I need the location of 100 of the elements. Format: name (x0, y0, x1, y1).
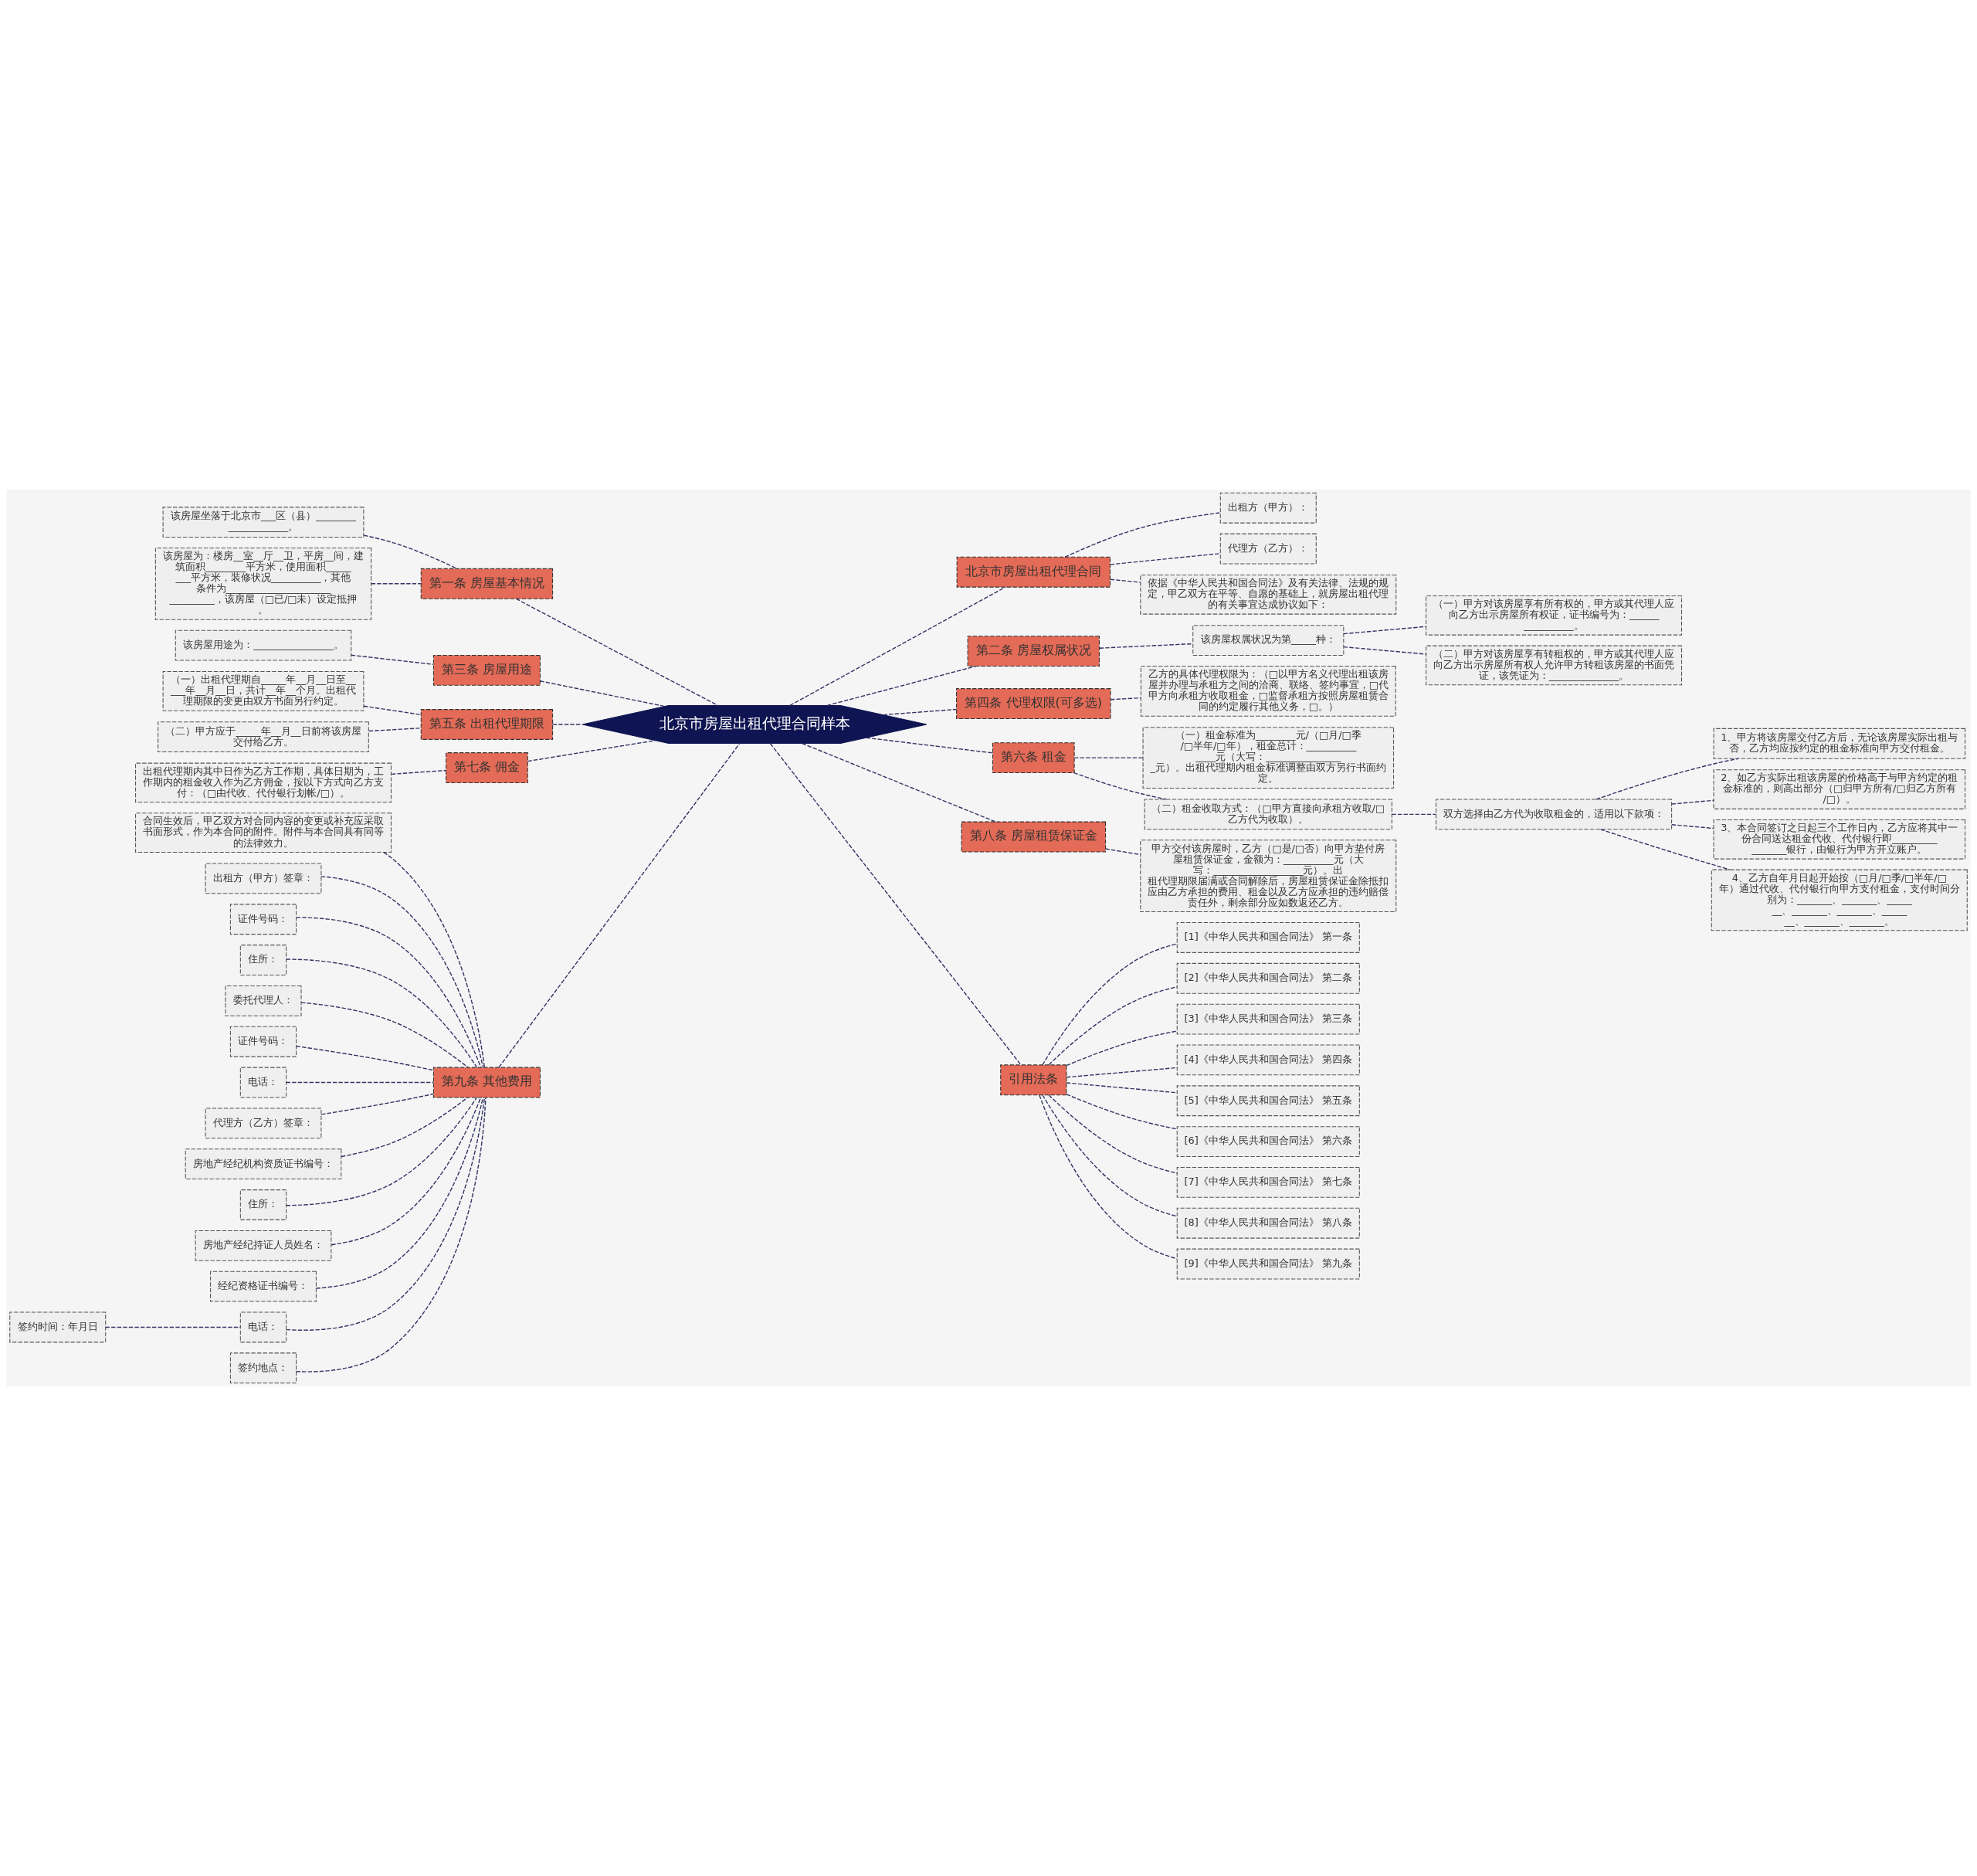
node-box: 合同生效后，甲乙双方对合同内容的变更或补充应采取书面形式，作为本合同的附件。附件与本合同具有同等的法律效力。 (134, 812, 392, 853)
connector (363, 534, 458, 569)
connector (1066, 1067, 1178, 1078)
node-box: 经纪资格证书编号： (210, 1270, 317, 1302)
connector (383, 851, 485, 1068)
node-box: 1、甲方将该房屋交付乙方后，无论该房屋实际出租与否，乙方均应按约定的租金标准向甲方交付租金。 (1713, 728, 1966, 759)
node-box: 引用法条 (1000, 1064, 1067, 1096)
connector (1343, 646, 1427, 655)
connector (1042, 1094, 1178, 1217)
connector (296, 1045, 434, 1071)
connector (316, 1097, 484, 1289)
node-box: 电话： (239, 1311, 287, 1343)
node-box: 代理方（乙方）： (1219, 533, 1317, 565)
connector (286, 958, 478, 1068)
node-box: 出租代理期内其中日作为乙方工作期，具体日期为，工作期内的租金收入作为乙方佣金，按以下方式向乙方支付：（□由代收、代付银行划帐/□）。 (134, 762, 392, 803)
connector (296, 917, 482, 1068)
node-box: 第四条 代理权限(可多选) (956, 688, 1111, 719)
node-box: （二）甲方应于_____年__月__日前将该房屋交付给乙方。 (158, 721, 369, 753)
connector (498, 742, 741, 1068)
connector (1110, 697, 1141, 701)
connector (341, 1097, 469, 1158)
connector (882, 708, 957, 716)
node-box: 证件号码： (229, 1026, 297, 1057)
connector (320, 1093, 434, 1115)
node-box: 第一条 房屋基本情况 (420, 568, 554, 599)
node-box: 2、如乙方实际出租该房屋的价格高于与甲方约定的租金标准的，则高出部分（□归甲方所有/□归乙方所有/□）。 (1713, 769, 1966, 809)
node-box: [8]《中华人民共和国合同法》 第八条 (1176, 1207, 1360, 1239)
node-box: 甲方交付该房屋时，乙方（□是/□否）向甲方垫付房屋租赁保证金，金额为：__________元（大写：__________________元）。出租代理期限届满或合同解除后，房屋租赁保证金除抵扣应由乙方承担的费用、租金以及乙方应承担的违约赔偿责任外，剩余部分应如数返还乙方。 (1140, 840, 1397, 913)
node-box: 双方选择由乙方代为收取租金的，适用以下款项： (1435, 799, 1673, 830)
node-box: 北京市房屋出租代理合同 (956, 556, 1111, 588)
connector (285, 1081, 434, 1084)
connector (105, 1326, 241, 1328)
node-box: 依据《中华人民共和国合同法》及有关法律、法规的规定，甲乙双方在平等、自愿的基础上，就房屋出租代理的有关事宜达成协议如下： (1140, 574, 1397, 615)
connector (363, 705, 422, 716)
node-box: [2]《中华人民共和国合同法》 第二条 (1176, 962, 1360, 994)
connector (1599, 829, 1731, 870)
node-box: （二）租金收取方式：（□甲方直接向承租方收取/□乙方代为收取）。 (1144, 799, 1392, 830)
connector (300, 1002, 469, 1068)
node-box: [5]《中华人民共和国合同法》 第五条 (1176, 1085, 1360, 1117)
node-box: 第六条 租金 (992, 742, 1075, 774)
node-box: 4、乙方自年月日起开始按（□月/□季/□半年/□年）通过代收、代付银行向甲方支付租金，支付时间分别为：_______、_______、_______、_______、_______、_______、_______、_______。 (1711, 869, 1968, 931)
node-box: 签约地点： (229, 1352, 297, 1384)
connector (1671, 799, 1714, 805)
node-box: 该房屋坐落于北京市___区（县）____________________。 (162, 507, 365, 538)
node-box: 该房屋为：楼房__室__厅__卫，平房__间，建筑面积________平方米，使用面积________平方米，装修状况__________，其他条件为______________________________，该房屋（□已/□未）设定抵押。 (154, 547, 372, 620)
node-box: 代理方（乙方）签章： (205, 1108, 322, 1139)
node-box: 房地产经纪持证人员姓名： (195, 1230, 332, 1261)
connector (286, 1097, 486, 1331)
node-box: 第七条 佣金 (446, 752, 528, 783)
node-box: 住所： (239, 945, 287, 975)
node-box: 第八条 房屋租赁保证金 (961, 821, 1107, 853)
connector (1064, 512, 1221, 558)
node-box: 第二条 房屋权属状况 (967, 636, 1100, 667)
node-box: [9]《中华人民共和国合同法》 第九条 (1176, 1248, 1360, 1280)
connector (789, 586, 1006, 707)
connector (370, 583, 422, 585)
node-box: [7]《中华人民共和国合同法》 第七条 (1176, 1166, 1360, 1198)
connector (1073, 757, 1144, 758)
node-box: 委托代理人： (225, 985, 302, 1016)
connector (1110, 578, 1141, 583)
connector (1066, 1030, 1178, 1067)
connector (1343, 626, 1427, 635)
node-box: 第九条 其他费用 (432, 1067, 541, 1098)
node-box: [3]《中华人民共和国合同法》 第三条 (1176, 1003, 1360, 1035)
connector (1596, 758, 1739, 800)
connector (1066, 1094, 1178, 1130)
node-box: （一）租金标准为________元/（□月/□季/□半年/□年），租金总计：______________元（大写：________________元）。出租代理期内租金标准调整由双方另行书面约定。 (1142, 727, 1395, 789)
connector (1104, 848, 1141, 856)
connector (801, 742, 996, 823)
node-box: 3、本合同签订之日起三个工作日内，乙方应将其中一份合同送达租金代收、代付银行即________________银行，由银行为甲方开立账户。 (1713, 819, 1966, 860)
node-box: [4]《中华人民共和国合同法》 第四条 (1176, 1044, 1360, 1076)
connector (331, 1097, 482, 1246)
connector (539, 680, 666, 707)
connector (1110, 552, 1221, 565)
node-box: 签约时间：年月日 (9, 1311, 107, 1343)
connector (826, 665, 977, 707)
connector (865, 737, 994, 754)
node-box: 电话： (239, 1067, 287, 1098)
connector (527, 740, 656, 762)
node-box: [1]《中华人民共和国合同法》 第一条 (1176, 922, 1360, 953)
connector (295, 1097, 487, 1372)
connector (368, 728, 422, 732)
connector (1066, 1082, 1178, 1094)
connector (391, 769, 447, 775)
node-box: 乙方的具体代理权限为：（□以甲方名义代理出租该房屋并办理与承租方之间的洽商、联络、签约事宜，□代甲方向承租方收取租金，□监督承租方按照房屋租赁合同的约定履行其他义务，□。） (1140, 666, 1396, 717)
connector (1391, 813, 1437, 816)
connector (1073, 772, 1167, 800)
node-box: 出租方（甲方）签章： (205, 863, 322, 894)
node-box: [6]《中华人民共和国合同法》 第六条 (1176, 1126, 1360, 1157)
connector (552, 724, 583, 725)
connector (1039, 1094, 1178, 1260)
node-box: 住所： (239, 1189, 287, 1220)
connector (286, 1097, 478, 1206)
node-box: 证件号码： (229, 904, 297, 935)
connector (515, 598, 719, 707)
connector (320, 876, 484, 1068)
node-box: 第五条 出租代理期限 (420, 709, 554, 740)
node-box: 第三条 房屋用途 (432, 655, 541, 686)
connector (1671, 824, 1714, 829)
node-box: 该房屋权属状况为第_____种： (1192, 625, 1345, 656)
